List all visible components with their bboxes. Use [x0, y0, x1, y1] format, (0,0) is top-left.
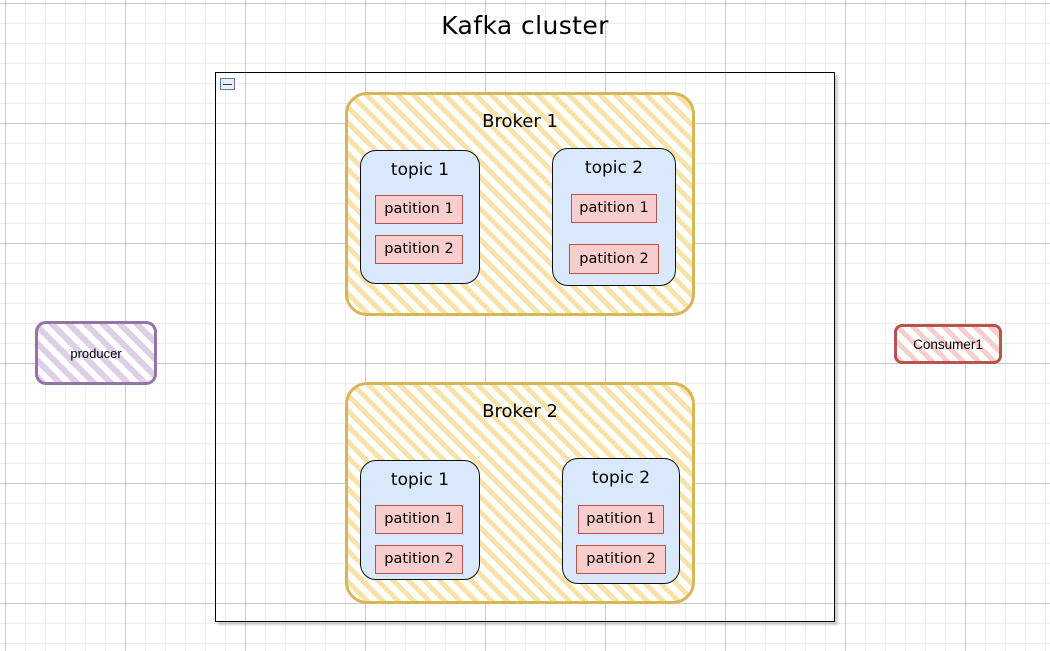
- partition-label: patition 1: [579, 200, 649, 217]
- partition-box[interactable]: patition 2: [576, 545, 666, 574]
- consumer-node[interactable]: Consumer1: [894, 324, 1002, 364]
- partition-label: patition 2: [579, 250, 649, 267]
- producer-label: producer: [70, 345, 122, 361]
- topic-label: topic 2: [591, 468, 651, 488]
- kafka-cluster-container[interactable]: [215, 72, 835, 622]
- partition-label: patition 2: [384, 241, 454, 258]
- topic-label: topic 1: [390, 160, 450, 180]
- minus-glyph: [223, 83, 232, 85]
- partition-label: patition 2: [586, 551, 656, 568]
- topic-label: topic 1: [390, 470, 450, 490]
- partition-box[interactable]: patition 1: [578, 505, 664, 534]
- partition-label: patition 1: [384, 201, 454, 218]
- partition-box[interactable]: patition 2: [375, 545, 463, 574]
- partition-box[interactable]: patition 2: [375, 235, 463, 264]
- partition-box[interactable]: patition 2: [569, 244, 659, 274]
- page-title: Kafka cluster: [441, 11, 609, 40]
- topic-label: topic 2: [584, 158, 644, 178]
- partition-label: patition 2: [384, 551, 454, 568]
- partition-box[interactable]: patition 1: [375, 505, 463, 534]
- consumer-label: Consumer1: [913, 336, 983, 352]
- broker-2-label: Broker 2: [482, 401, 558, 422]
- collapse-minus-icon[interactable]: [220, 78, 235, 90]
- partition-box[interactable]: patition 1: [571, 194, 657, 223]
- producer-node[interactable]: producer: [35, 321, 157, 385]
- partition-label: patition 1: [384, 511, 454, 528]
- partition-label: patition 1: [586, 511, 656, 528]
- partition-box[interactable]: patition 1: [375, 195, 463, 224]
- broker-1-label: Broker 1: [482, 111, 558, 132]
